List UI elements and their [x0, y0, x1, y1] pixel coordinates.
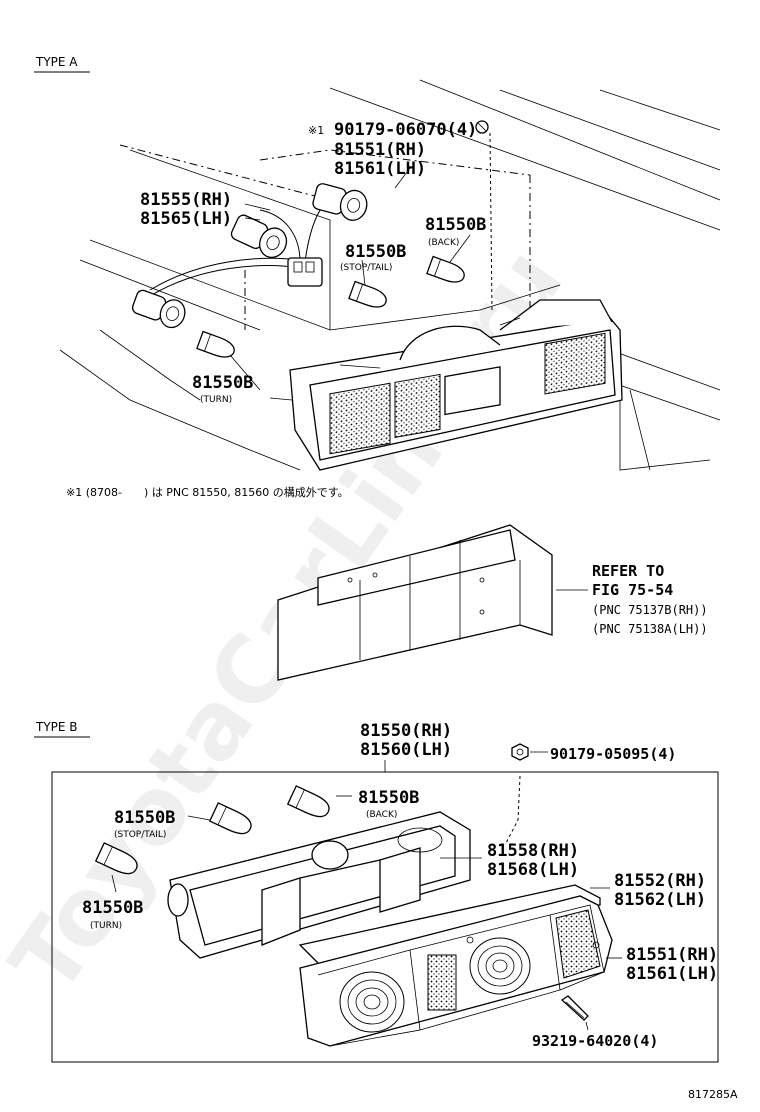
type-b-heading: TYPE B	[35, 720, 78, 734]
assembly-part-number-lh: 81560(LH)	[360, 740, 452, 760]
screw-icon	[560, 995, 589, 1031]
socket-part-number-lh-b: 81568(LH)	[487, 860, 579, 880]
lens-type-b	[299, 895, 613, 1047]
lens-part-number-lh: 81561(LH)	[626, 964, 718, 984]
bulb-stop-tail-part-number: 81550B	[345, 242, 406, 262]
refer-line-1: REFER TO	[592, 562, 664, 580]
lens-gasket	[298, 884, 601, 966]
refer-line-4: (PNC 75138A(LH))	[592, 622, 708, 636]
bulb-back-part-number: 81550B	[425, 215, 486, 235]
mark-note-prefix: ※1	[308, 124, 324, 137]
bulb-icon	[426, 255, 465, 283]
gasket-part-number-lh: 81562(LH)	[614, 890, 706, 910]
vehicle-body-outline	[59, 79, 721, 471]
bulb-back-part-number-b: 81550B	[358, 788, 419, 808]
refer-to-note: REFER TO FIG 75-54 (PNC 75137B(RH)) (PNC…	[592, 562, 708, 636]
refer-line-3: (PNC 75137B(RH))	[592, 603, 708, 617]
diagram-code: 817285A	[688, 1088, 738, 1101]
nut-icon	[504, 743, 548, 846]
type-b-assembly-frame	[51, 771, 719, 1063]
rear-combination-lamp-type-a	[289, 299, 623, 471]
screw-icon	[475, 120, 493, 311]
leader-lines-type-a	[229, 167, 471, 401]
gasket-part-number-rh: 81552(RH)	[614, 871, 706, 891]
bulb-turn-part-number: 81550B	[192, 373, 253, 393]
screw-part-number-b: 93219-64020(4)	[532, 1032, 658, 1050]
mounting-bracket	[277, 524, 588, 681]
bulb-icon	[208, 802, 252, 835]
bulb-back-sublabel: (BACK)	[428, 238, 459, 248]
lens-part-number-rh: 81551(RH)	[626, 945, 718, 965]
bulb-icon	[286, 785, 330, 818]
socket-part-number-rh-b: 81558(RH)	[487, 841, 579, 861]
assembly-part-number-rh: 81550(RH)	[360, 721, 452, 741]
bulb-turn-sublabel: (TURN)	[200, 395, 232, 405]
socket-harness	[131, 183, 368, 329]
socket-part-number-rh: 81555(RH)	[140, 190, 232, 210]
lamp-housing-type-b	[167, 811, 471, 959]
type-a-heading: TYPE A	[35, 55, 78, 69]
footnote: ※1 (8708- ) は PNC 81550, 81560 の構成外です。	[66, 486, 349, 499]
bulb-turn-sublabel-b: (TURN)	[90, 921, 122, 931]
nut-part-number: 90179-05095(4)	[550, 745, 676, 763]
refer-line-2: FIG 75-54	[592, 581, 673, 599]
type-a-labels: ※1 90179-06070(4) 81551(RH) 81561(LH) 81…	[140, 120, 486, 405]
bulb-stop-tail-part-number-b: 81550B	[114, 808, 175, 828]
bulb-icon	[94, 842, 138, 875]
screw-part-number: 90179-06070(4)	[334, 120, 477, 140]
bulb-stop-tail-sublabel-b: (STOP/TAIL)	[114, 830, 166, 840]
bulb-icon	[348, 280, 387, 308]
lamp-part-number-lh: 81561(LH)	[334, 159, 426, 179]
lamp-part-number-rh: 81551(RH)	[334, 140, 426, 160]
bulb-back-sublabel-b: (BACK)	[366, 810, 397, 820]
bulb-icon	[196, 330, 235, 358]
socket-part-number-lh: 81565(LH)	[140, 209, 232, 229]
bulb-stop-tail-sublabel: (STOP/TAIL)	[340, 263, 392, 273]
bulb-turn-part-number-b: 81550B	[82, 898, 143, 918]
type-b-labels: 81550(RH) 81560(LH) 90179-05095(4) 81550…	[82, 721, 718, 1050]
leader-lines-type-b	[111, 795, 622, 959]
